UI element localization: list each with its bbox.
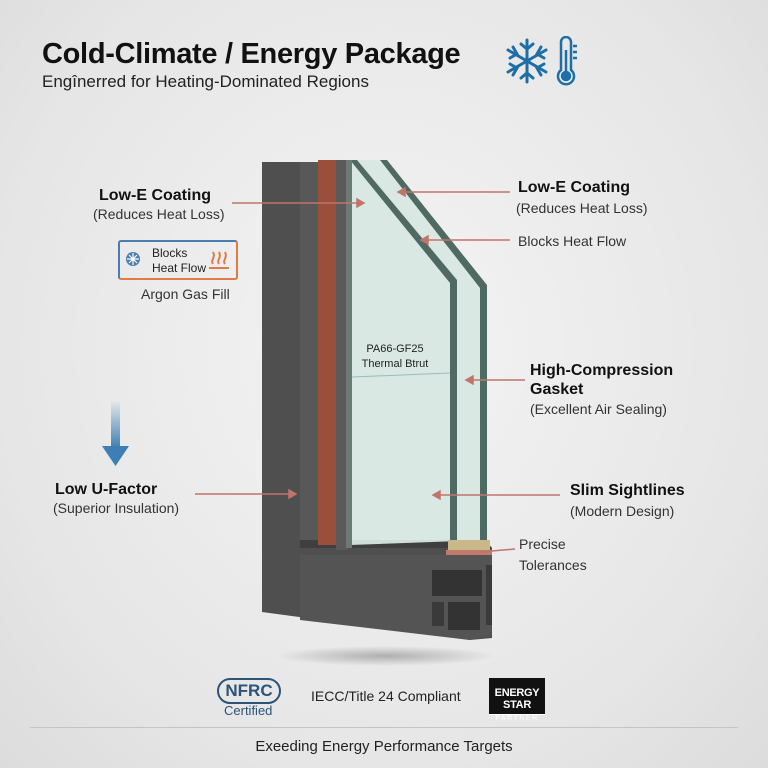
glazing (346, 160, 492, 555)
footer-divider (30, 727, 738, 728)
down-arrow-icon (102, 400, 129, 466)
heat-flow-badge (118, 240, 238, 280)
callout-left-lowe-sub: (Reduces Heat Loss) (93, 206, 225, 222)
snowflake-small-icon (126, 252, 140, 266)
callout-right-lowe-sub: (Reduces Heat Loss) (516, 200, 648, 216)
callout-right-lowe-title: Low-E Coating (518, 179, 630, 196)
heat-flame-icon (209, 251, 229, 269)
frame-profile (262, 160, 492, 640)
nfrc-certified: Certified (224, 703, 273, 718)
nfrc-logo: NFRC (217, 678, 281, 704)
callout-ufactor-sub: (Superior Insulation) (53, 500, 180, 516)
leader-lines (195, 186, 560, 553)
callout-ufactor-title: Low U-Factor (55, 481, 158, 498)
argon-gas-label: Argon Gas Fill (141, 286, 230, 302)
callout-gasket-title2: Gasket (530, 381, 584, 398)
thermal-strut-line2: Thermal Btrut (361, 358, 429, 370)
callout-gasket-sub: (Excellent Air Sealing) (530, 401, 667, 417)
callout-tolerances-1: Precise (519, 536, 566, 552)
page-title: Cold-Climate / Energy Package (42, 38, 461, 70)
callout-sightlines-title: Slim Sightlines (570, 482, 685, 499)
profile-chamber (432, 570, 482, 596)
callout-blocks-heat-flow: Blocks Heat Flow (518, 233, 627, 249)
badge-text: Blocks Heat Flow (152, 246, 206, 276)
thermal-strut-label: PA66-GF25 Thermal Btrut (345, 342, 445, 372)
thermometer-icon (556, 36, 577, 86)
callout-sightlines-sub: (Modern Design) (570, 503, 675, 519)
badge-line1: Blocks (152, 246, 188, 260)
page-subtitle: Engînerred for Heating-Dominated Regions (42, 72, 369, 91)
thermal-break-strip (318, 160, 336, 545)
iecc-compliance: IECC/Title 24 Compliant (311, 688, 461, 704)
footer-tagline: Exeeding Energy Performance Targets (255, 738, 513, 755)
drop-shadow (275, 646, 495, 666)
callout-gasket-title: High-Compression (530, 362, 674, 379)
thermal-strut-line1: PA66-GF25 (366, 343, 424, 355)
callout-left-lowe-title: Low-E Coating (99, 187, 211, 204)
snowflake-icon (506, 38, 548, 84)
energy-star-partner: PARTNER (489, 714, 545, 722)
badge-line2: Heat Flow (152, 261, 207, 275)
energy-star-logo: ENERGY STAR PARTNER (489, 678, 545, 722)
profile-chamber (448, 602, 480, 630)
header-icons (506, 36, 577, 86)
energy-star-text: ENERGY STAR (494, 687, 540, 711)
callout-tolerances-2: Tolerances (519, 557, 587, 573)
window-cross-section (102, 160, 560, 666)
gasket (448, 540, 490, 552)
